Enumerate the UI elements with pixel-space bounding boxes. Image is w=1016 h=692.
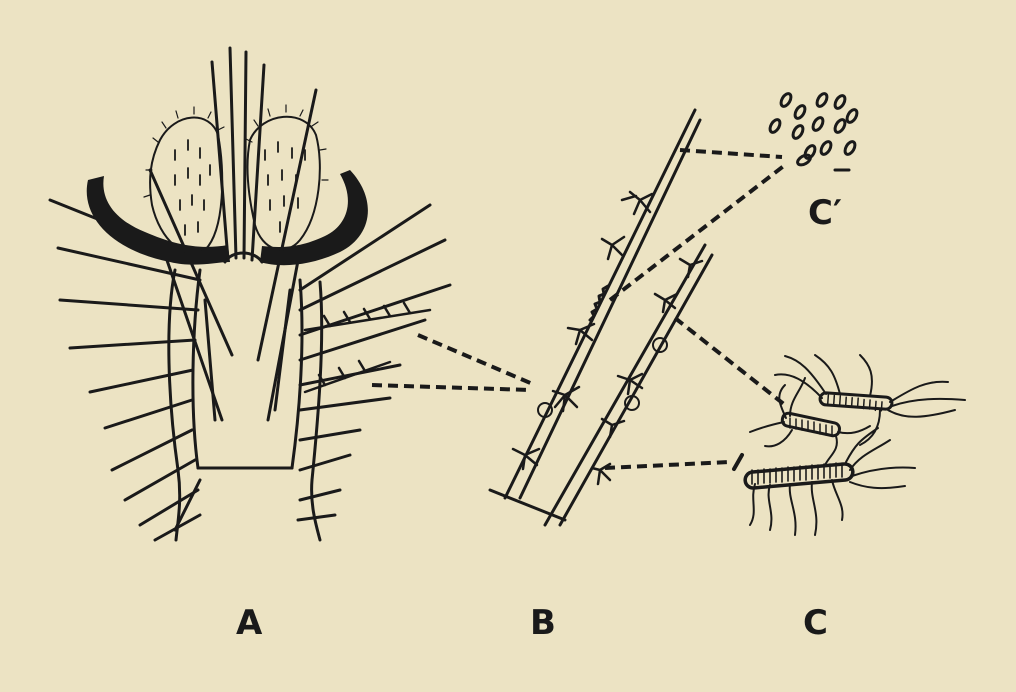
panel-b-left-seta: [503, 108, 702, 500]
connector-b-to-c-prime-upper: [679, 148, 783, 159]
connector-b-to-c-upper: [673, 316, 787, 407]
connector-a-to-b-lower: [371, 383, 531, 392]
panel-a-body-outline: [167, 268, 324, 542]
connector-b-to-c-lower: [604, 460, 731, 470]
panel-label-c-prime: C′: [808, 193, 842, 233]
panel-c-bacterium-2: [749, 377, 871, 466]
panel-a-plumose-setae: [303, 301, 432, 394]
panel-label-b: B: [530, 603, 556, 643]
panel-a-left-setae: [48, 198, 202, 542]
panel-label-a: A: [236, 603, 263, 643]
connector-b-to-c-prime-lower: [608, 163, 787, 302]
panel-c-bacterium-3: [743, 427, 916, 536]
panel-c-drawing: [732, 354, 966, 536]
panel-c-prime-cocci: [768, 92, 859, 172]
panel-b-spores: [537, 337, 668, 418]
panel-a-right-horn: [260, 170, 368, 266]
panel-b-drawing: [488, 108, 714, 527]
connector-lines: [371, 148, 787, 470]
panel-a-drawing: [48, 46, 452, 542]
panel-a-left-horn: [86, 176, 230, 265]
panel-b-right-seta: [488, 243, 714, 527]
connector-a-to-b-upper: [417, 333, 536, 387]
panel-c-prime-drawing: [768, 92, 859, 172]
panel-c-fragment: [732, 453, 744, 471]
panel-label-c: C: [803, 603, 828, 643]
panel-c-bacterium-1: [774, 354, 966, 446]
panel-a-central-setae: [148, 46, 318, 422]
panel-b-fuzz: [588, 284, 610, 322]
panel-b-tufts: [511, 190, 704, 486]
